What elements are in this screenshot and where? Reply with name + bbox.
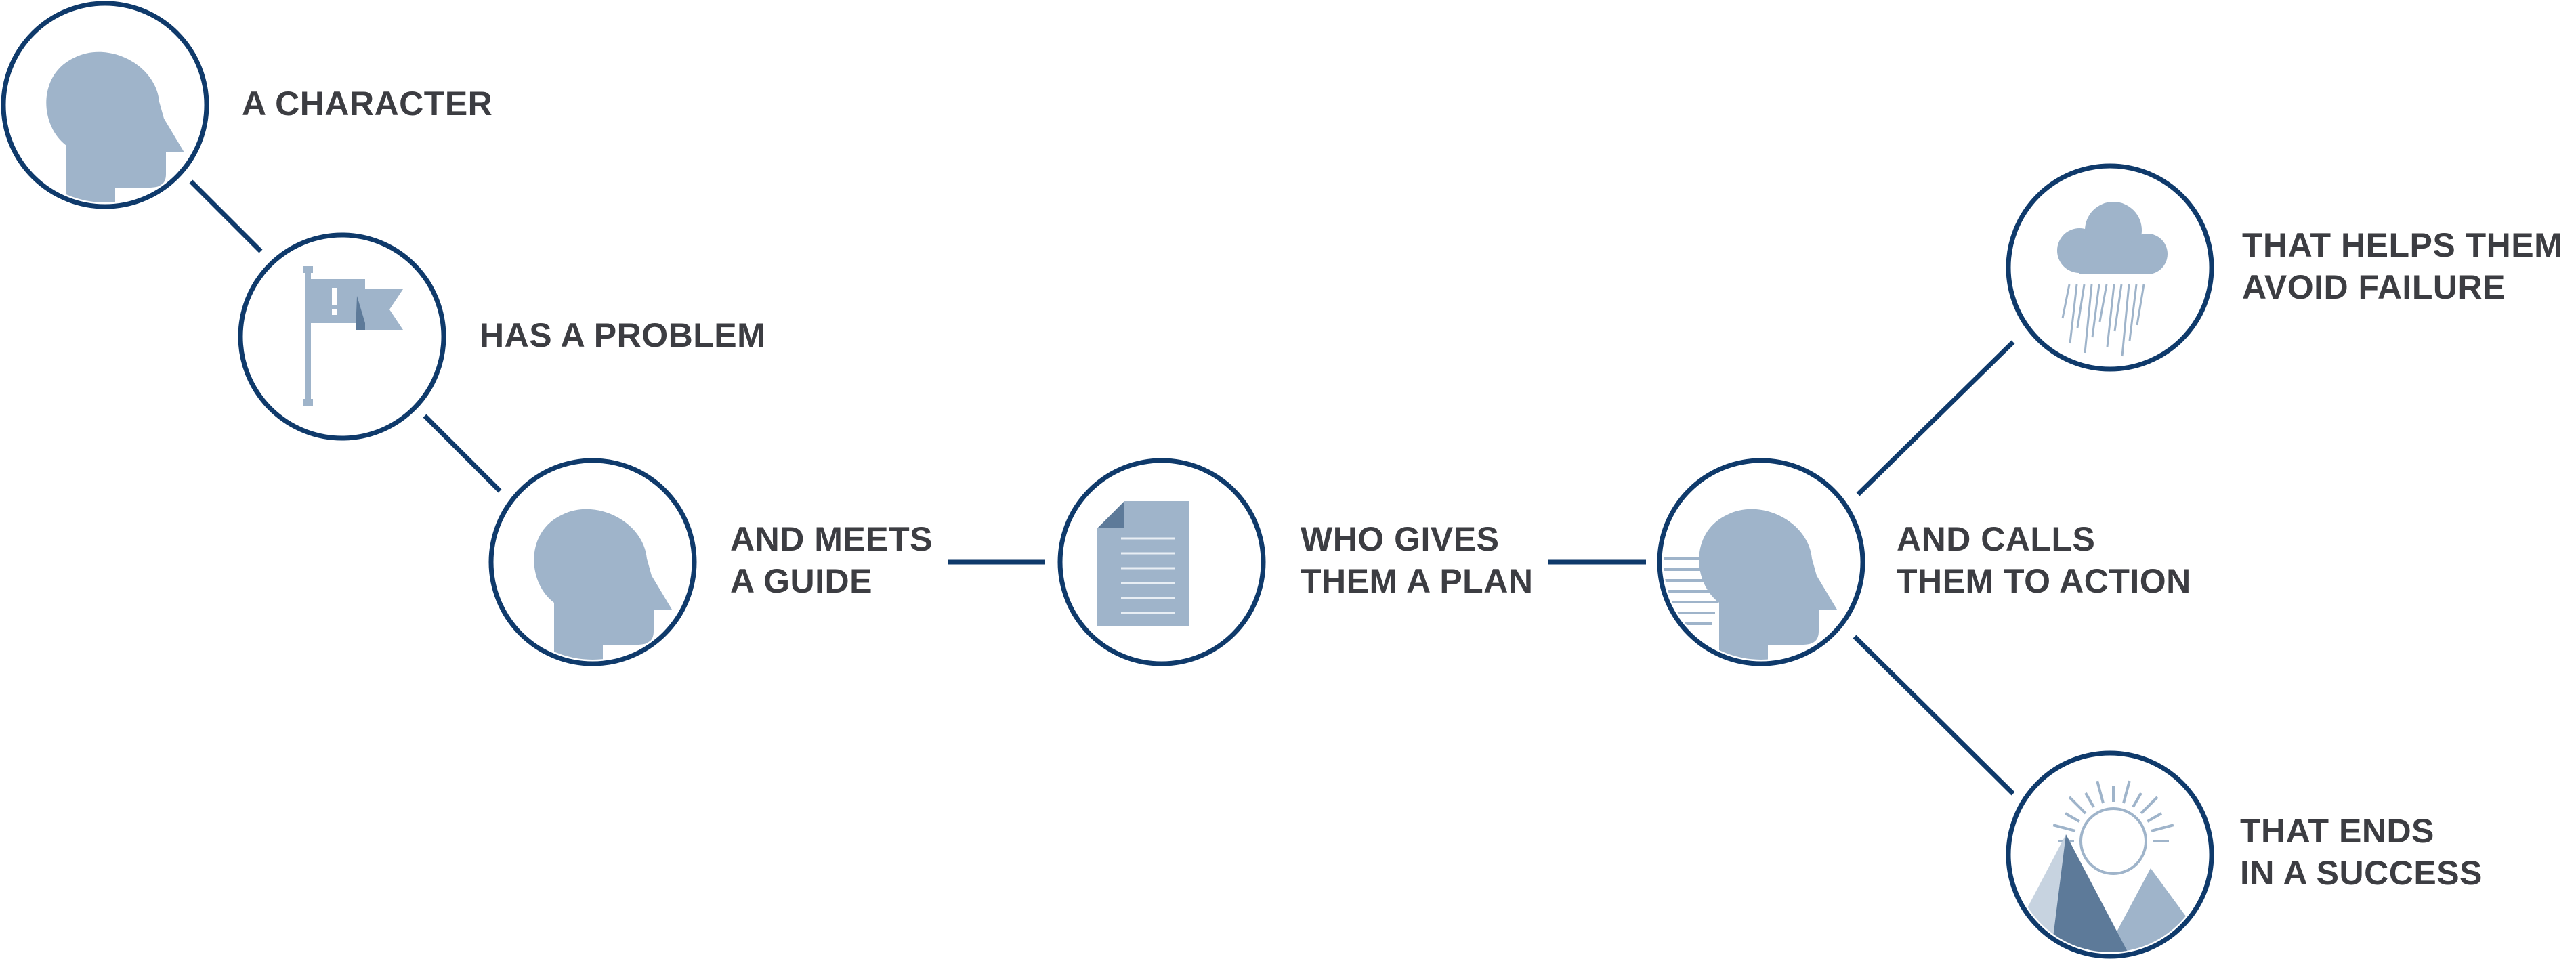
step-label-plan: WHO GIVES THEM A PLAN [1301, 520, 1534, 600]
step-label-problem: HAS A PROBLEM [480, 316, 766, 354]
step-ring [238, 232, 446, 441]
speaking-head-icon [1664, 509, 1837, 660]
step-node [2006, 750, 2214, 959]
flag-icon [303, 266, 403, 406]
step-label-action: AND CALLS THEM TO ACTION [1897, 520, 2191, 600]
head-icon [534, 509, 672, 660]
step-node [1, 1, 209, 209]
step-node [1057, 458, 1266, 666]
head-icon [46, 51, 184, 202]
step-label-guide: AND MEETS A GUIDE [730, 520, 933, 600]
step-node [2006, 163, 2214, 372]
step-label-success: THAT ENDS IN A SUCCESS [2240, 812, 2483, 892]
rain-cloud-icon [2057, 202, 2168, 357]
connector-line [1853, 635, 2015, 796]
connector-line [1856, 340, 2015, 496]
connector-line [423, 414, 502, 493]
step-node [488, 458, 697, 666]
connector-line [189, 179, 263, 253]
step-node [1657, 458, 1865, 666]
step-node [238, 232, 446, 441]
step-label-failure: THAT HELPS THEM AVOID FAILURE [2242, 226, 2563, 306]
step-label-character: A CHARACTER [242, 85, 493, 123]
document-icon [1097, 501, 1189, 626]
